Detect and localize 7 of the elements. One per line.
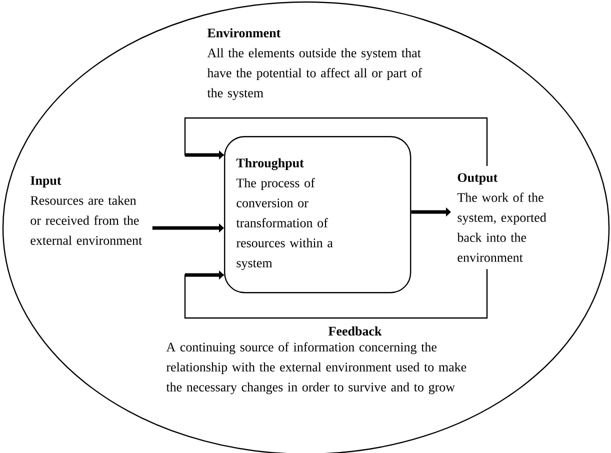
process-box: Throughput The process of conversion or transformation of resources within a system: [224, 136, 412, 294]
input-text: Input Resources are taken or received from the external environment: [30, 176, 142, 245]
heading: Feedback: [328, 326, 382, 336]
feedback-arrow: [184, 117, 488, 166]
feedback-arrow: [184, 269, 488, 319]
note: A continuing source of information concerning the relationship with the external environment used to make the necessary changes in order to survive and to grow: [166, 342, 466, 394]
output-text: Output The work of the system, exported back into the environment: [457, 173, 546, 262]
